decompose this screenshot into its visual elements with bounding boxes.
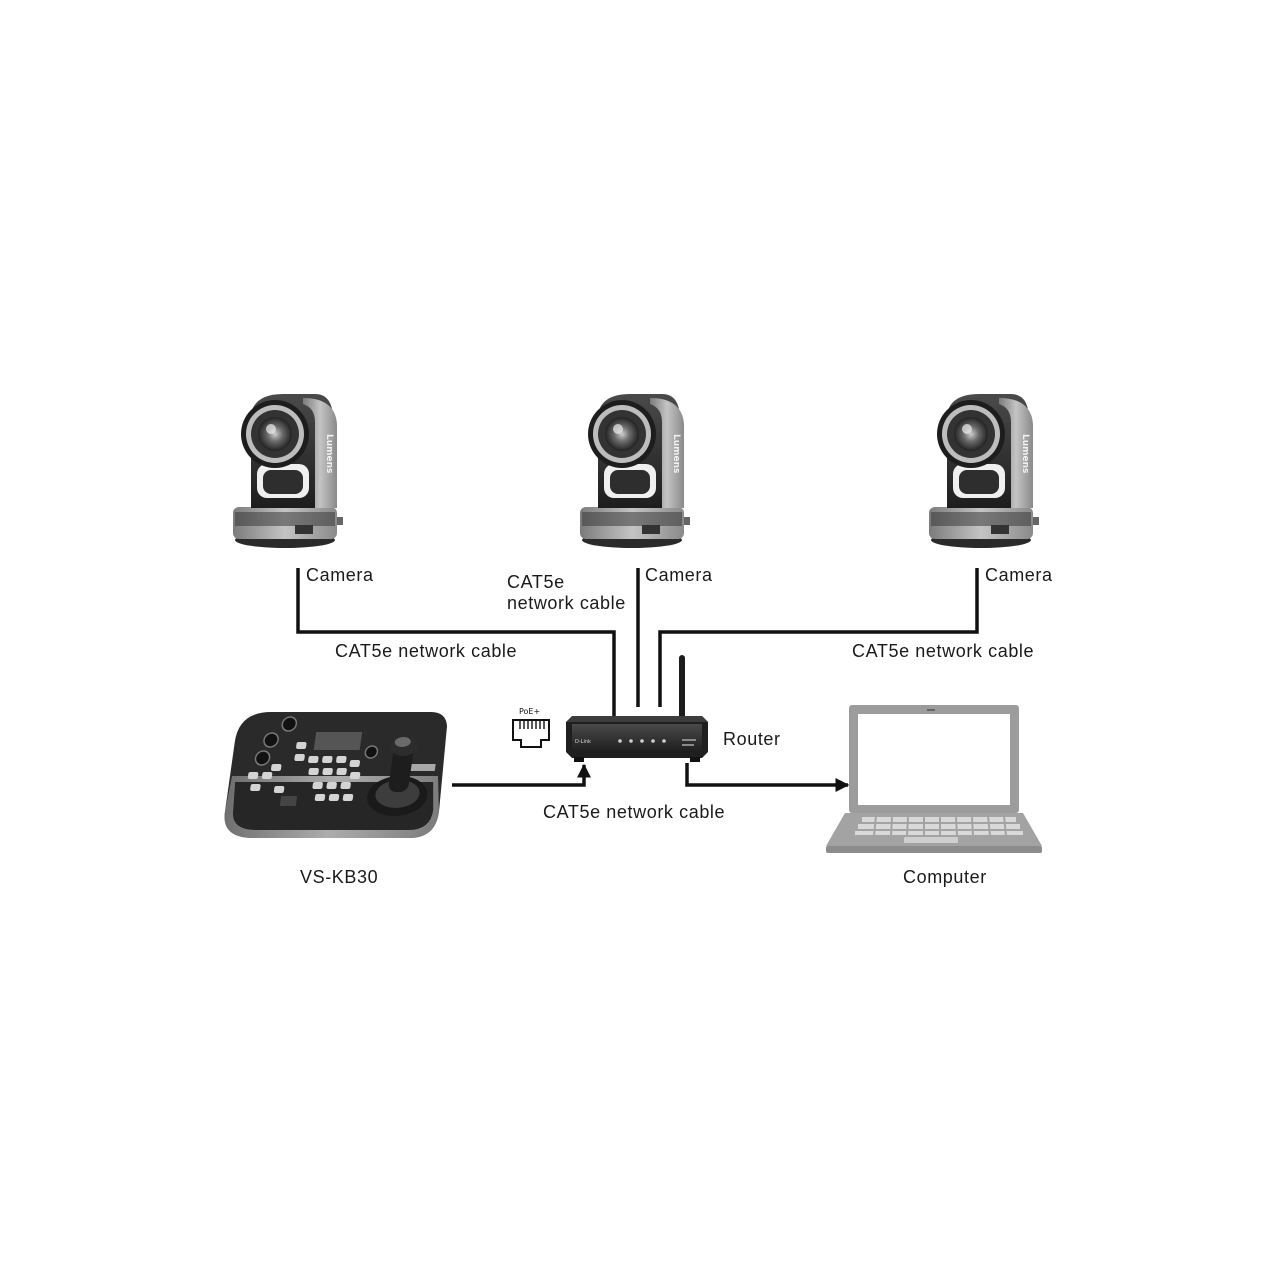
cable-keyboard-router	[452, 763, 591, 787]
router-leds	[618, 739, 666, 743]
camera-center	[580, 394, 690, 548]
cables	[296, 568, 979, 792]
keyboard-label: VS-KB30	[300, 867, 378, 887]
controller-buttons	[247, 742, 361, 801]
cable-right-label: CAT5e network cable	[852, 641, 1034, 661]
poe-port-icon: PoE+	[512, 707, 550, 748]
controller-knobs	[254, 716, 379, 766]
cable-right-camera	[658, 568, 979, 707]
controller-joystick	[367, 736, 428, 816]
cable-center-label-line1: CAT5e	[507, 572, 565, 592]
cable-left-label: CAT5e network cable	[335, 641, 517, 661]
poe-label: PoE+	[519, 707, 540, 716]
router-antenna	[679, 655, 685, 723]
router: D-Link	[566, 655, 708, 762]
controller-slider	[279, 796, 298, 806]
cable-router-computer	[685, 763, 850, 792]
camera-right-label: Camera	[985, 565, 1053, 585]
camera-left	[233, 394, 343, 548]
router-label: Router	[723, 729, 781, 749]
camera-right	[929, 394, 1039, 548]
labels: Camera Camera Camera CAT5e network cable…	[300, 565, 1053, 887]
computer-label: Computer	[903, 867, 987, 887]
cable-bottom-label: CAT5e network cable	[543, 802, 725, 822]
router-brand-logo: D-Link	[575, 739, 591, 745]
laptop-touchpad	[904, 837, 958, 843]
camera-left-label: Camera	[306, 565, 374, 585]
vs-kb30-controller	[224, 712, 448, 838]
cable-center-label-line2: network cable	[507, 593, 626, 613]
camera-center-label: Camera	[645, 565, 713, 585]
laptop-computer	[826, 705, 1042, 853]
cable-left-camera	[296, 568, 616, 707]
